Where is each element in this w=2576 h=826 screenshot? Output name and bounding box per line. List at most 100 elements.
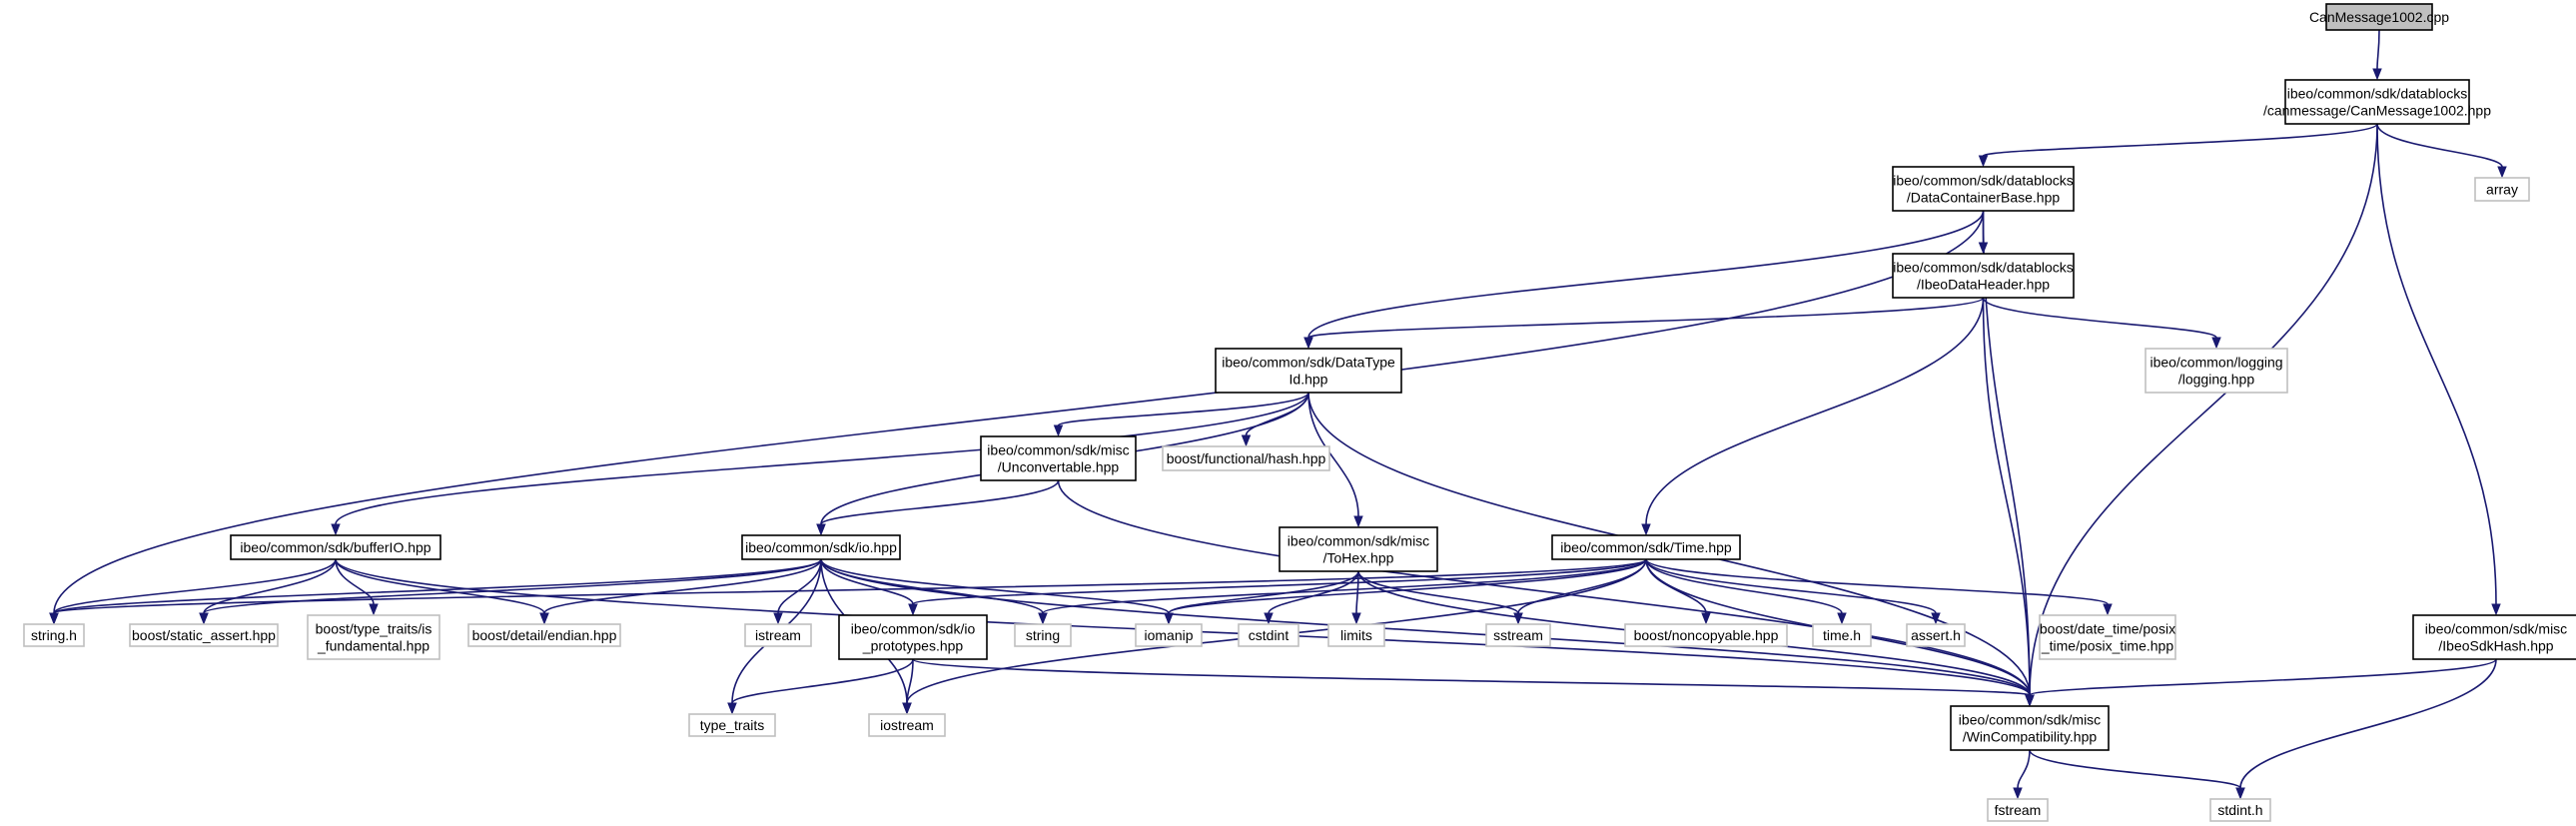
edge-line bbox=[1057, 479, 2031, 696]
node-label-line: ibeo/common/sdk/io bbox=[851, 621, 976, 637]
edge-line bbox=[1645, 297, 1985, 525]
node-label-line: iomanip bbox=[1144, 627, 1193, 643]
node-box bbox=[980, 435, 1137, 481]
node-box bbox=[2474, 177, 2530, 202]
node-label-line: ibeo/common/sdk/misc bbox=[2425, 621, 2567, 637]
node-box bbox=[2145, 348, 2288, 394]
dependency-edge-idh-to-logging bbox=[1982, 297, 2221, 350]
dependency-edge-idh-to-time bbox=[1641, 297, 1985, 536]
node-box bbox=[1215, 348, 1402, 394]
node-label-line: /canmessage/CanMessage1002.hpp bbox=[2263, 103, 2491, 119]
edge-arrowhead bbox=[1353, 515, 1363, 528]
node-label-line: ibeo/common/sdk/datablocks bbox=[1893, 260, 2074, 276]
dependency-edge-io-to-sassert bbox=[199, 558, 822, 625]
edge-line bbox=[820, 479, 1060, 525]
dependency-edge-io-to-endian bbox=[539, 558, 822, 625]
node-label-line: boost/noncopyable.hpp bbox=[1634, 627, 1779, 643]
node-stringh: string.h bbox=[23, 623, 85, 647]
node-unconv[interactable]: ibeo/common/sdk/misc/Unconvertable.hpp bbox=[980, 435, 1137, 481]
node-box bbox=[307, 614, 440, 660]
node-idh[interactable]: ibeo/common/sdk/datablocks/IbeoDataHeade… bbox=[1892, 253, 2075, 299]
node-box bbox=[230, 534, 441, 560]
dependency-edge-canmsg-to-sdkhash bbox=[2376, 123, 2501, 616]
node-bhash: boost/functional/hash.hpp bbox=[1162, 445, 1330, 471]
node-box bbox=[2284, 79, 2470, 125]
node-wincompat[interactable]: ibeo/common/sdk/misc/WinCompatibility.hp… bbox=[1950, 705, 2110, 751]
edge-line bbox=[2029, 749, 2241, 789]
edge-arrowhead bbox=[331, 523, 341, 536]
node-box bbox=[129, 623, 279, 647]
node-label-line: cstdint bbox=[1249, 627, 1289, 643]
node-label-line: assert.h bbox=[1911, 627, 1961, 643]
dependency-edge-time-to-posix bbox=[1645, 558, 2113, 616]
node-time[interactable]: ibeo/common/sdk/Time.hpp bbox=[1551, 534, 1741, 560]
node-stdinth: stdint.h bbox=[2209, 798, 2271, 822]
node-label-line: ibeo/common/logging bbox=[2149, 355, 2282, 371]
node-box bbox=[1812, 623, 1872, 647]
node-noncopy: boost/noncopyable.hpp bbox=[1624, 623, 1788, 647]
edge-line bbox=[2239, 658, 2497, 789]
node-timeh: time.h bbox=[1812, 623, 1872, 647]
node-sassert: boost/static_assert.hpp bbox=[129, 623, 279, 647]
node-box bbox=[1162, 445, 1330, 471]
node-label-line: boost/type_traits/is bbox=[316, 621, 432, 637]
edge-line bbox=[53, 558, 1647, 614]
node-box bbox=[2325, 3, 2433, 31]
node-sdkhash[interactable]: ibeo/common/sdk/misc/IbeoSdkHash.hpp bbox=[2412, 614, 2576, 660]
node-box bbox=[1238, 623, 1299, 647]
node-box bbox=[1551, 534, 1741, 560]
node-box bbox=[1987, 798, 2049, 822]
node-box bbox=[868, 713, 946, 737]
dependency-edge-canmsg-to-array bbox=[2376, 123, 2507, 179]
node-bufio[interactable]: ibeo/common/sdk/bufferIO.hpp bbox=[230, 534, 441, 560]
node-label-line: ibeo/common/sdk/datablocks bbox=[1893, 173, 2074, 189]
node-endian: boost/detail/endian.hpp bbox=[467, 623, 621, 647]
node-io[interactable]: ibeo/common/sdk/io.hpp bbox=[741, 534, 901, 560]
edge-arrowhead bbox=[2025, 694, 2035, 707]
edge-line bbox=[203, 558, 337, 614]
node-logging: ibeo/common/logging/logging.hpp bbox=[2145, 348, 2288, 394]
node-label-line: string.h bbox=[31, 627, 77, 643]
edge-line bbox=[2017, 749, 2031, 789]
edge-line bbox=[2376, 29, 2380, 70]
node-box bbox=[838, 614, 988, 660]
node-istream: istream bbox=[744, 623, 812, 647]
node-asserth: assert.h bbox=[1906, 623, 1966, 647]
node-tohex[interactable]: ibeo/common/sdk/misc/ToHex.hpp bbox=[1279, 526, 1438, 572]
node-label-line: boost/static_assert.hpp bbox=[132, 627, 276, 643]
node-box bbox=[688, 713, 776, 737]
node-iomanip: iomanip bbox=[1135, 623, 1203, 647]
node-box bbox=[744, 623, 812, 647]
node-ioproto[interactable]: ibeo/common/sdk/io_prototypes.hpp bbox=[838, 614, 988, 660]
node-box bbox=[1624, 623, 1788, 647]
dependency-edge-bufio-to-sassert bbox=[199, 558, 337, 625]
edge-line bbox=[2029, 658, 2497, 696]
edge-line bbox=[1168, 558, 1647, 614]
node-posix: boost/date_time/posix_time/posix_time.hp… bbox=[2039, 614, 2176, 660]
edge-line bbox=[1982, 297, 2217, 339]
node-box bbox=[1135, 623, 1203, 647]
node-label-line: type_traits bbox=[700, 717, 765, 733]
node-label-line: /IbeoSdkHash.hpp bbox=[2438, 638, 2553, 654]
node-box bbox=[741, 534, 901, 560]
node-label-line: /Unconvertable.hpp bbox=[998, 459, 1120, 475]
node-label-line: /ToHex.hpp bbox=[1323, 550, 1394, 566]
edge-line bbox=[1307, 392, 1359, 517]
dependency-edge-time-to-stringh bbox=[49, 558, 1647, 625]
edge-arrowhead bbox=[2211, 337, 2221, 350]
node-dcb[interactable]: ibeo/common/sdk/datablocks/DataContainer… bbox=[1892, 166, 2075, 212]
node-label-line: Id.hpp bbox=[1289, 372, 1328, 388]
dependency-edge-root-to-canmsg bbox=[2372, 29, 2382, 81]
node-canmsg[interactable]: ibeo/common/sdk/datablocks/canmessage/Ca… bbox=[2263, 79, 2491, 125]
node-label-line: boost/functional/hash.hpp bbox=[1167, 450, 1326, 466]
edge-line bbox=[1307, 210, 1985, 339]
node-label-line: string bbox=[1026, 627, 1060, 643]
edge-arrowhead bbox=[369, 603, 379, 616]
node-root[interactable]: CanMessage1002.cpp bbox=[2309, 3, 2449, 31]
edge-line bbox=[820, 558, 914, 605]
node-box bbox=[467, 623, 621, 647]
edge-arrowhead bbox=[1978, 155, 1989, 168]
node-label-line: iostream bbox=[880, 717, 934, 733]
